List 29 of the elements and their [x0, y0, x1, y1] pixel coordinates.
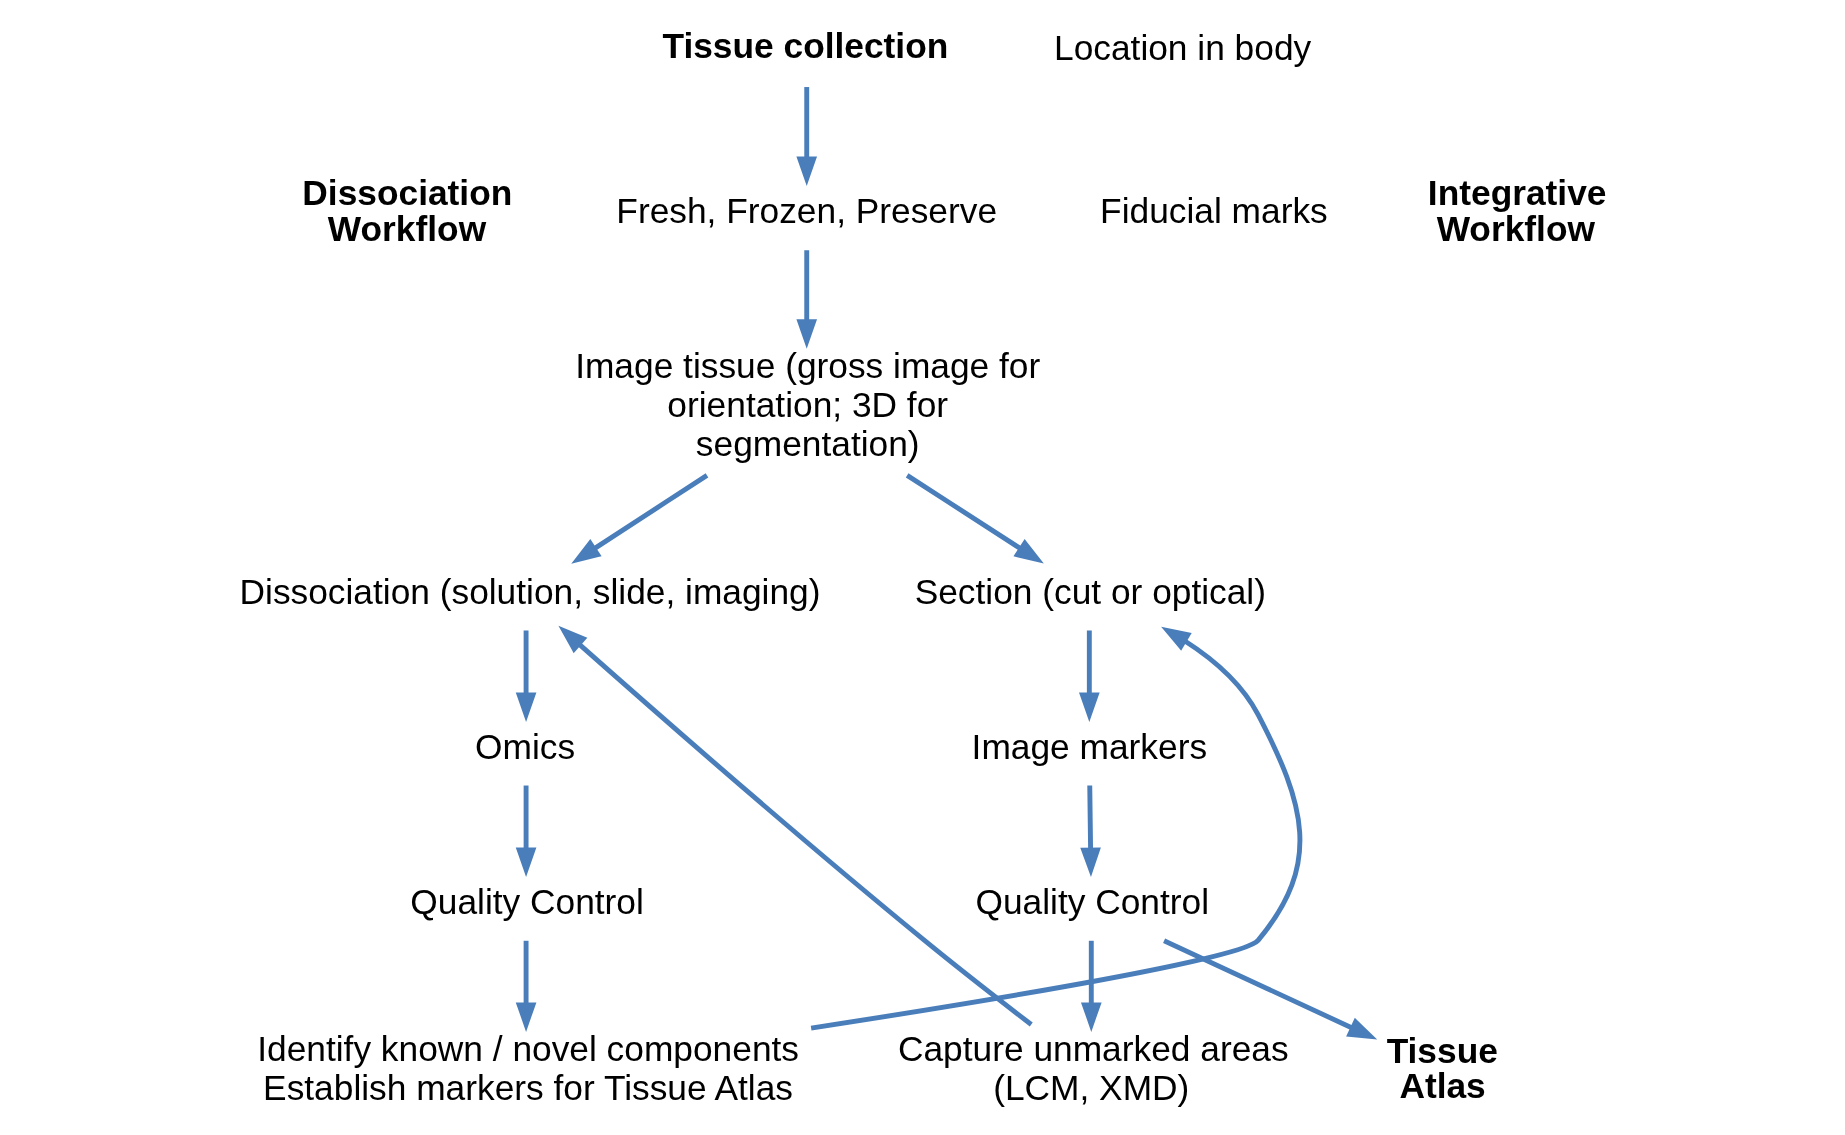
arrow — [810, 626, 1302, 1031]
node-text: Quality Control — [409, 881, 644, 921]
arrow — [1078, 630, 1100, 723]
arrow — [515, 940, 536, 1032]
arrow — [557, 625, 1033, 1027]
arrow — [515, 785, 536, 878]
label: Dissociation Workflow — [301, 173, 512, 248]
arrow — [905, 473, 1044, 564]
node-text: Tissue Atlas — [1386, 1030, 1498, 1106]
node-label: Location in body — [1053, 27, 1311, 67]
node-text: Fresh, Frozen, Preserve — [615, 190, 997, 230]
node-text: Capture unmarked areas (LCM, XMD) — [897, 1028, 1289, 1108]
arrow — [570, 473, 708, 564]
node-text: Image tissue (gross image for orientation; 3D for segmentation) — [574, 345, 1040, 464]
node-text: Quality Control — [975, 881, 1209, 921]
node-text: Identify known / novel components Establish markers for Tissue Atlas — [256, 1028, 799, 1108]
arrow — [515, 630, 536, 723]
arrow — [1079, 785, 1101, 878]
arrow — [1162, 938, 1377, 1040]
label: Integrative Workflow — [1427, 173, 1606, 248]
node-text: Dissociation (solution, slide, imaging) — [239, 571, 820, 611]
node-label: Fiducial marks — [1099, 190, 1328, 230]
node-text: Omics — [474, 726, 575, 766]
arrow — [795, 87, 817, 187]
node-text: Section (cut or optical) — [914, 571, 1266, 611]
node-text: Image markers — [971, 726, 1207, 766]
arrow — [1080, 940, 1102, 1032]
arrow — [795, 250, 817, 349]
node-text: Tissue collection — [661, 26, 948, 66]
